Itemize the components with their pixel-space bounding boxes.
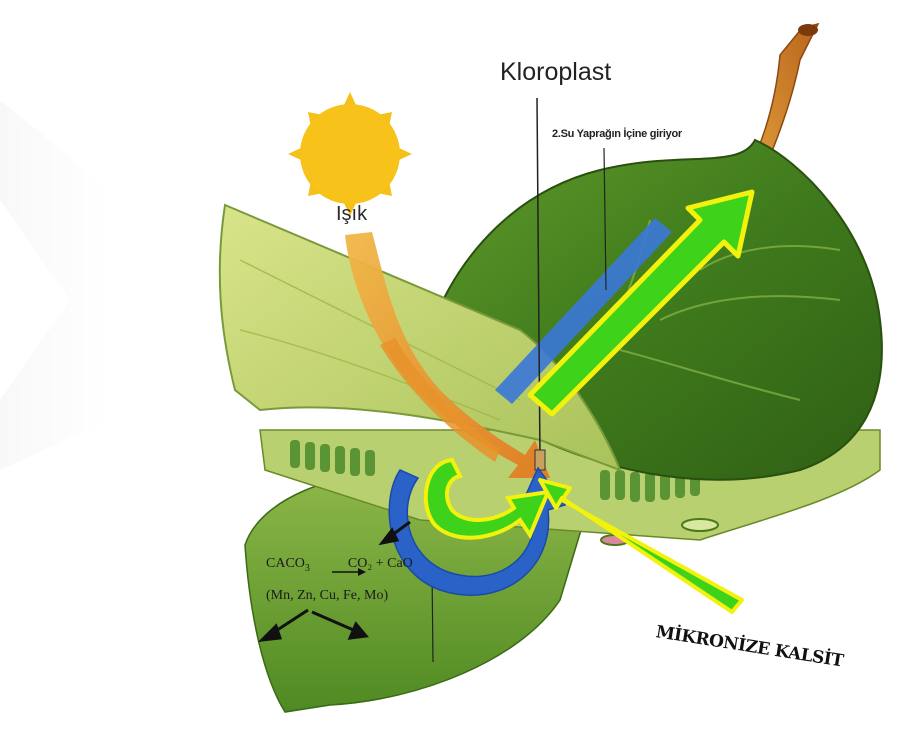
reaction-reactant-subscript: 3 xyxy=(305,563,310,574)
stem-opening xyxy=(798,24,818,36)
reaction-formula: CACO3 CO₂ + CaO xyxy=(266,556,413,574)
reaction-reactant: CACO xyxy=(266,556,305,571)
isik-label: Işık xyxy=(336,203,367,226)
minerals-label: (Mn, Zn, Cu, Fe, Mo) xyxy=(266,588,388,604)
sun-icon xyxy=(288,92,412,216)
chloroplast-marker xyxy=(535,450,545,470)
reaction-products: CO₂ + CaO xyxy=(348,556,413,571)
background-chevron xyxy=(0,100,110,470)
su-yaprak-label: 2.Su Yaprağın İçine giriyor xyxy=(552,128,682,140)
kloroplast-label: Kloroplast xyxy=(500,58,611,87)
stoma xyxy=(682,519,718,531)
